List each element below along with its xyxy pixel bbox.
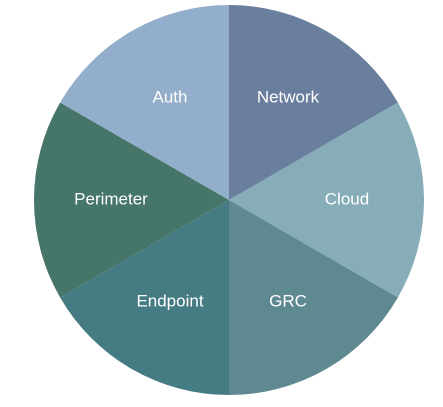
pie-slice-grc bbox=[229, 200, 398, 396]
pie-slice-perimeter bbox=[33, 102, 229, 298]
pie-slice-network bbox=[229, 5, 398, 200]
pie-slice-auth bbox=[60, 5, 229, 200]
pie-slice-cloud bbox=[229, 102, 424, 298]
pie-slice-label-endpoint: Endpoint bbox=[136, 292, 203, 311]
pie-slice-label-network: Network bbox=[257, 87, 320, 106]
pie-slice-label-cloud: Cloud bbox=[325, 189, 369, 208]
pie-slice-label-auth: Auth bbox=[153, 87, 188, 106]
pie-slice-label-perimeter: Perimeter bbox=[74, 189, 148, 208]
pie-slice-endpoint bbox=[60, 200, 229, 395]
pie-slice-label-grc: GRC bbox=[269, 292, 307, 311]
